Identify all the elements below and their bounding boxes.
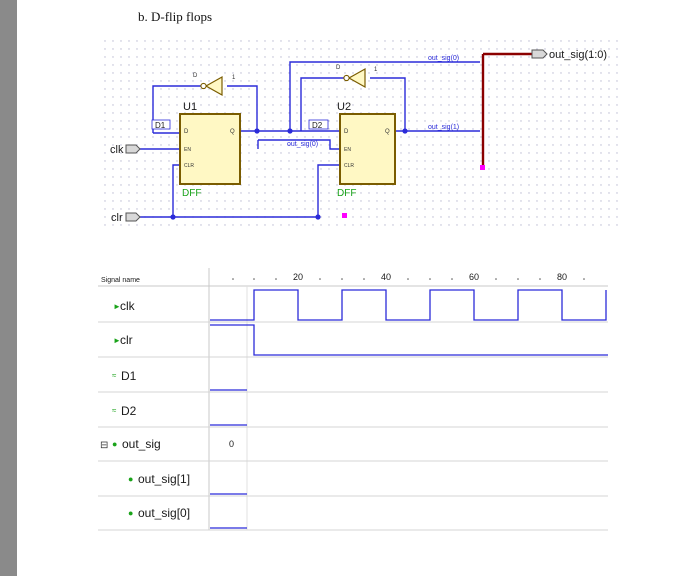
- svg-text:D1: D1: [155, 121, 166, 130]
- signal-name: out_sig[0]: [138, 506, 190, 520]
- signal-row-out-sig[interactable]: ⊟ ● out_sig 0: [100, 437, 234, 451]
- dff-u1[interactable]: U1 D Q EN CLR DFF: [179, 101, 241, 199]
- waveform-viewer: Signal name 20 40 60 80 ► clk: [98, 268, 608, 531]
- signal-value: 0: [229, 439, 234, 449]
- clk-trace: [210, 289, 607, 321]
- junction-dot: [402, 128, 408, 134]
- tick-label: 40: [381, 272, 391, 282]
- pin-label-clr: CLR: [184, 163, 194, 169]
- junction-dot: [254, 128, 260, 134]
- output-dot-icon: ●: [112, 439, 117, 449]
- left-gray-strip: [0, 0, 17, 576]
- signal-name: out_sig[1]: [138, 472, 190, 486]
- junction-dot: [287, 128, 293, 134]
- signal-row-out-sig-0[interactable]: ● out_sig[0]: [128, 506, 190, 520]
- signal-name: D2: [121, 404, 137, 418]
- value-stubs: [210, 389, 247, 529]
- input-arrow-icon: ►: [113, 336, 121, 345]
- bus-label-mid: out_sig(0): [287, 141, 318, 148]
- signal-row-d1[interactable]: ≈ D1: [112, 369, 137, 383]
- page-title: b. D-flip flops: [138, 9, 213, 24]
- clr-trace: [210, 324, 608, 356]
- probe-dot: [342, 213, 347, 218]
- clk-port-label: clk: [110, 144, 124, 156]
- inverter-pin-label: D: [336, 65, 341, 71]
- component-type: DFF: [337, 188, 356, 199]
- clr-port-label: clr: [111, 212, 123, 224]
- signal-row-clr[interactable]: ► clr: [113, 333, 133, 347]
- inverter-pin-label: 1: [374, 67, 378, 73]
- signal-row-d2[interactable]: ≈ D2: [112, 404, 137, 418]
- probe-dot: [480, 165, 485, 170]
- output-port-label: out_sig(1:0): [549, 49, 607, 61]
- junctions: [170, 128, 408, 220]
- pin-label-q: Q: [385, 129, 390, 135]
- signal-row-clk[interactable]: ► clk: [113, 299, 136, 313]
- clk-input-port[interactable]: clk: [110, 144, 141, 156]
- tick-label: 60: [469, 272, 479, 282]
- traces: [210, 289, 608, 356]
- tick-label: 20: [293, 272, 303, 282]
- inverter-pin-label: D: [193, 73, 198, 79]
- pin-label-d: D: [184, 129, 189, 135]
- component-ref: U2: [337, 101, 351, 113]
- signal-row-out-sig-1[interactable]: ● out_sig[1]: [128, 472, 190, 486]
- net-label-d2: D2: [308, 119, 329, 130]
- collapse-toggle-icon[interactable]: ⊟: [100, 440, 108, 451]
- pin-label-en: EN: [344, 147, 351, 153]
- internal-signal-icon: ≈: [112, 371, 117, 380]
- bus-label-right: out_sig(1): [428, 124, 459, 131]
- inverter-pin-label: 1: [232, 75, 236, 81]
- junction-dot: [170, 214, 176, 220]
- output-dot-icon: ●: [128, 508, 133, 518]
- signal-name: clk: [120, 299, 136, 313]
- pin-label-en: EN: [184, 147, 191, 153]
- dff-u2[interactable]: U2 D Q EN CLR DFF: [337, 101, 396, 199]
- out-sig-output-port[interactable]: out_sig(1:0): [531, 49, 607, 61]
- signal-name: D1: [121, 369, 137, 383]
- tick-label: 80: [557, 272, 567, 282]
- pin-label-q: Q: [230, 129, 235, 135]
- net-label-d1: D1: [151, 119, 171, 130]
- component-type: DFF: [182, 188, 201, 199]
- bus: [481, 52, 532, 168]
- clr-input-port[interactable]: clr: [111, 212, 141, 224]
- bus-label-top: out_sig(0): [428, 55, 459, 62]
- internal-signal-icon: ≈: [112, 406, 117, 415]
- pin-label-clr: CLR: [344, 163, 354, 169]
- signal-name: out_sig: [122, 437, 161, 451]
- inverter-u2: D 1: [336, 65, 378, 89]
- signal-name-header: Signal name: [101, 277, 140, 284]
- pin-label-d: D: [344, 129, 349, 135]
- wires: [140, 61, 480, 218]
- junction-dot: [315, 214, 321, 220]
- probes: [342, 165, 485, 218]
- signal-name: clr: [120, 333, 133, 347]
- inverter-u1: D 1: [193, 73, 236, 97]
- input-arrow-icon: ►: [113, 302, 121, 311]
- timeline-dots: [232, 278, 585, 280]
- schematic: D 1 D 1 U1 D Q EN CLR DFF U2 D Q EN CLR: [98, 40, 620, 230]
- svg-text:D2: D2: [312, 121, 323, 130]
- component-ref: U1: [183, 101, 197, 113]
- output-dot-icon: ●: [128, 474, 133, 484]
- row-separators: [98, 321, 608, 531]
